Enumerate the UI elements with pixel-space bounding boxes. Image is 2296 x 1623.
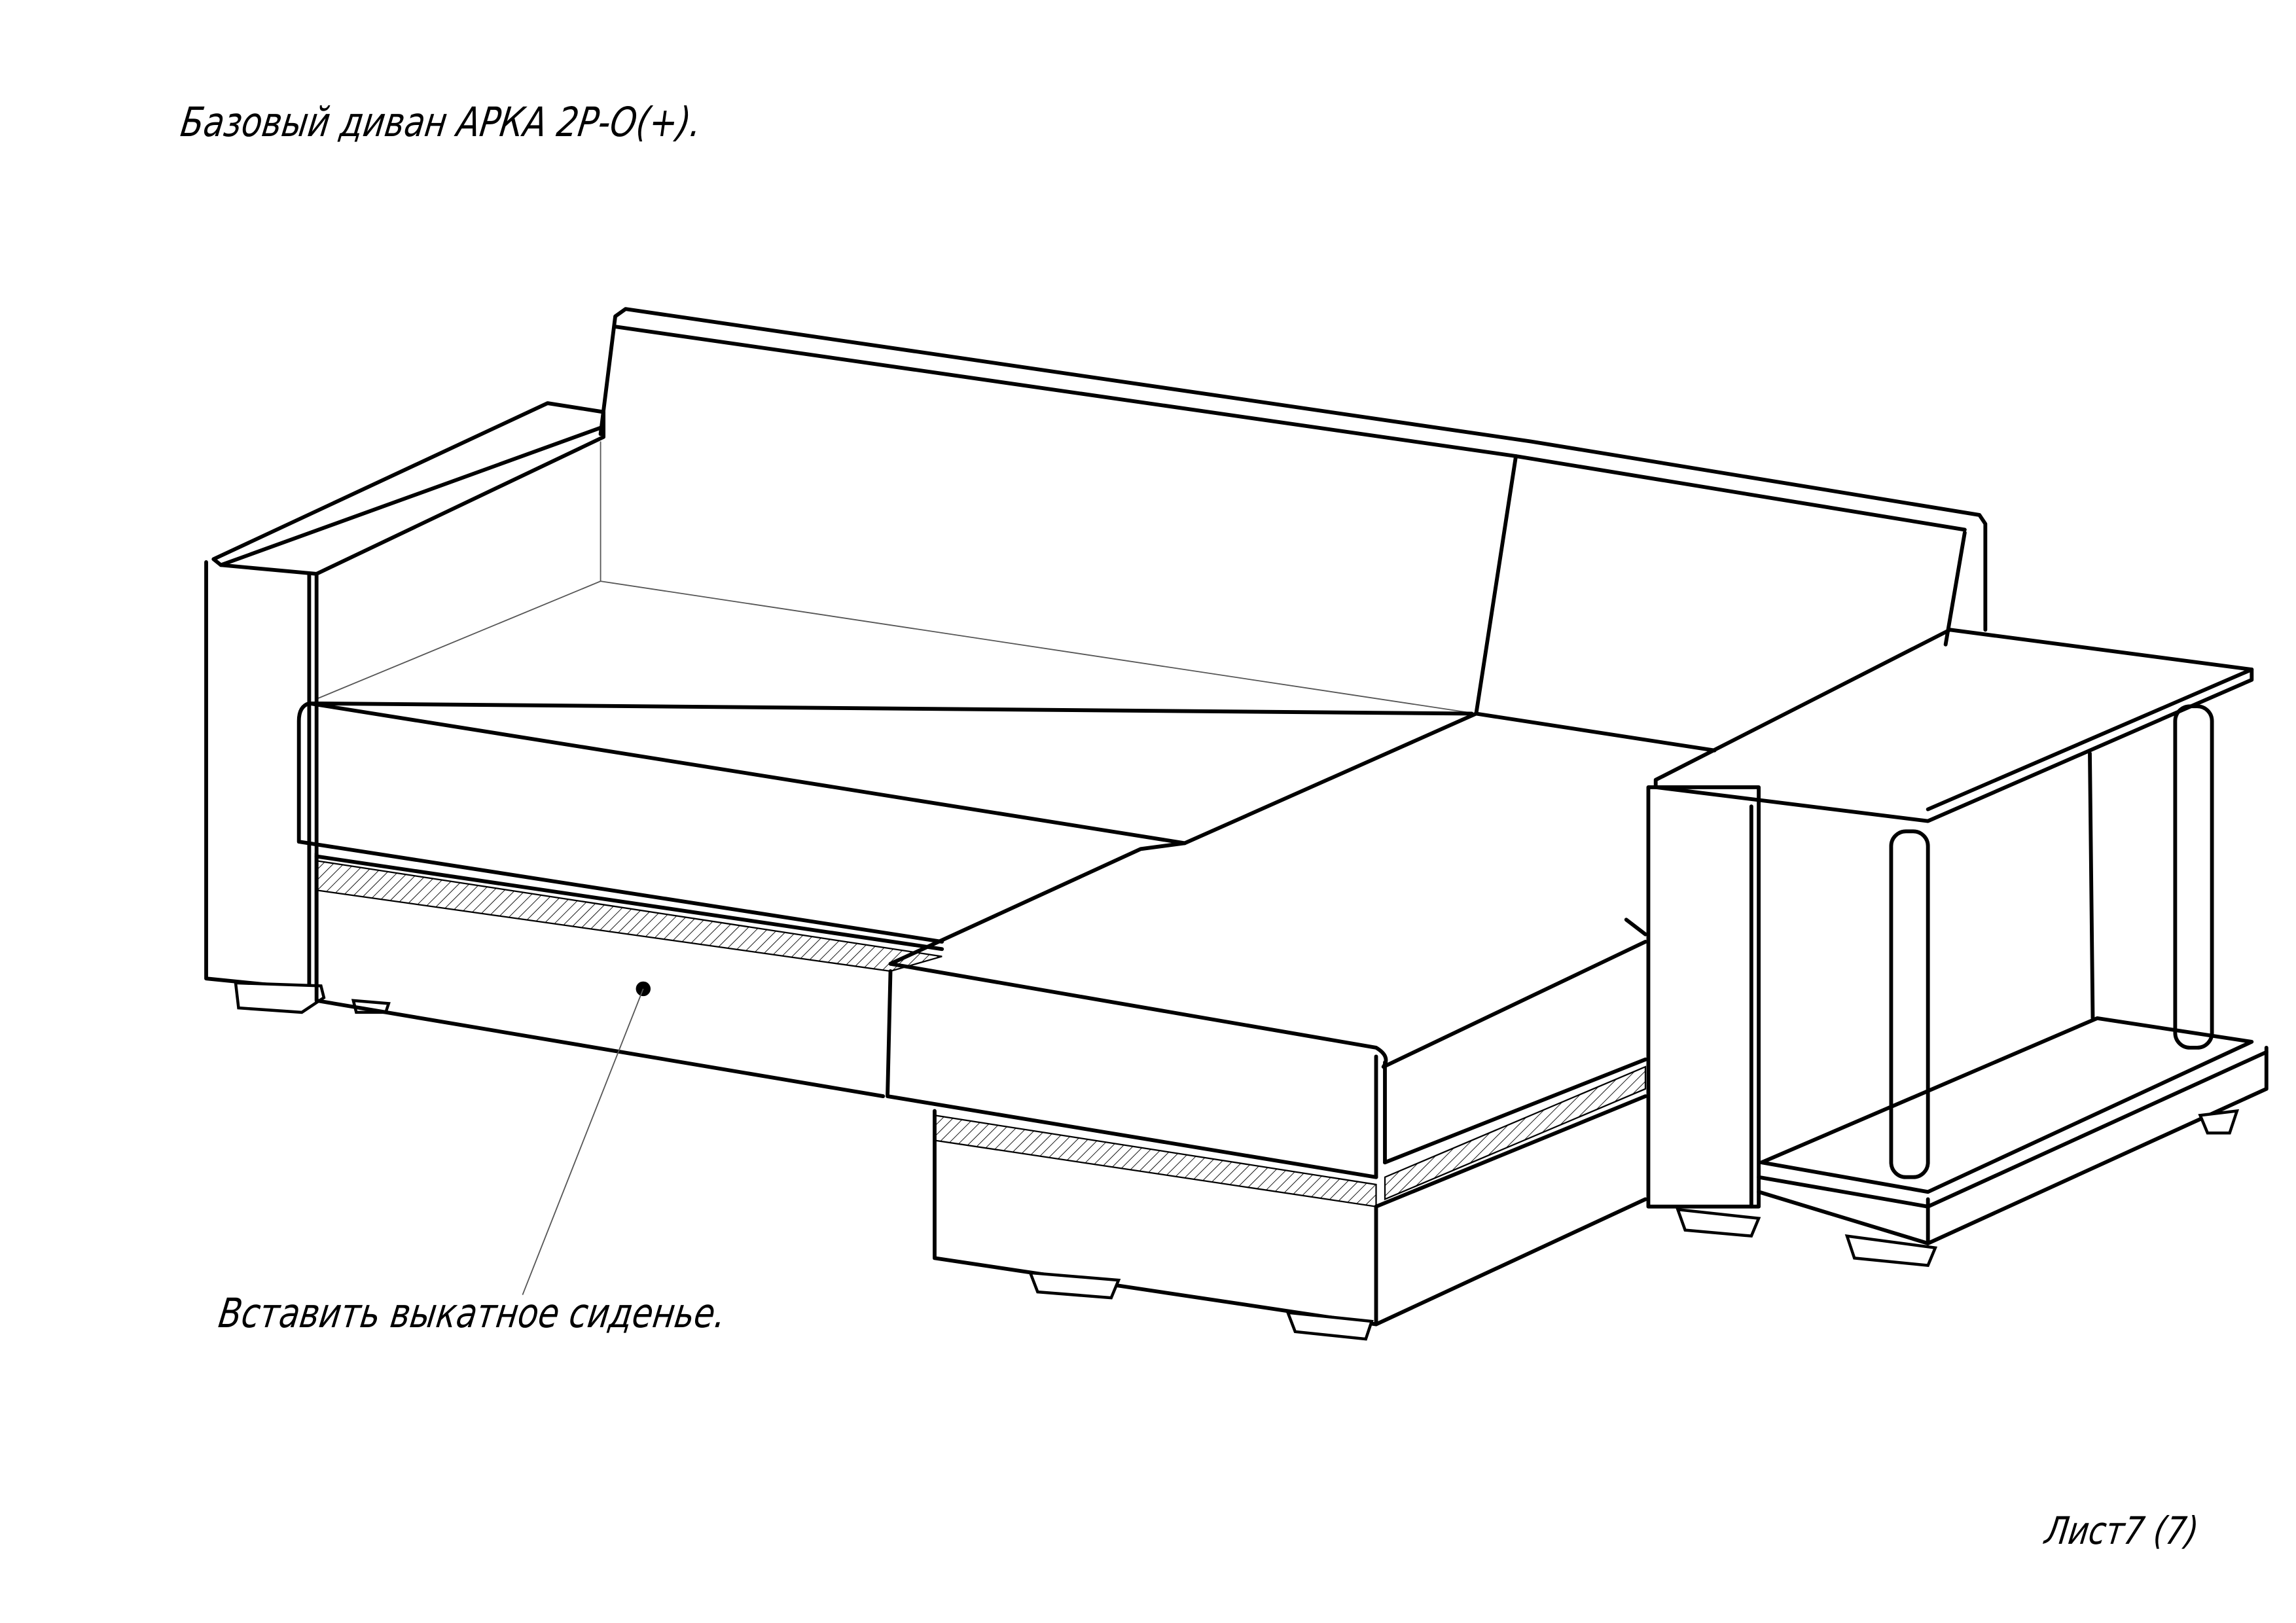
chaise-section xyxy=(886,711,1717,1341)
callout-leader xyxy=(522,988,644,1295)
backrest xyxy=(316,307,1988,716)
left-armrest xyxy=(204,401,606,1014)
shelf-armrest xyxy=(1646,628,2269,1268)
left-seat xyxy=(296,701,1474,1295)
